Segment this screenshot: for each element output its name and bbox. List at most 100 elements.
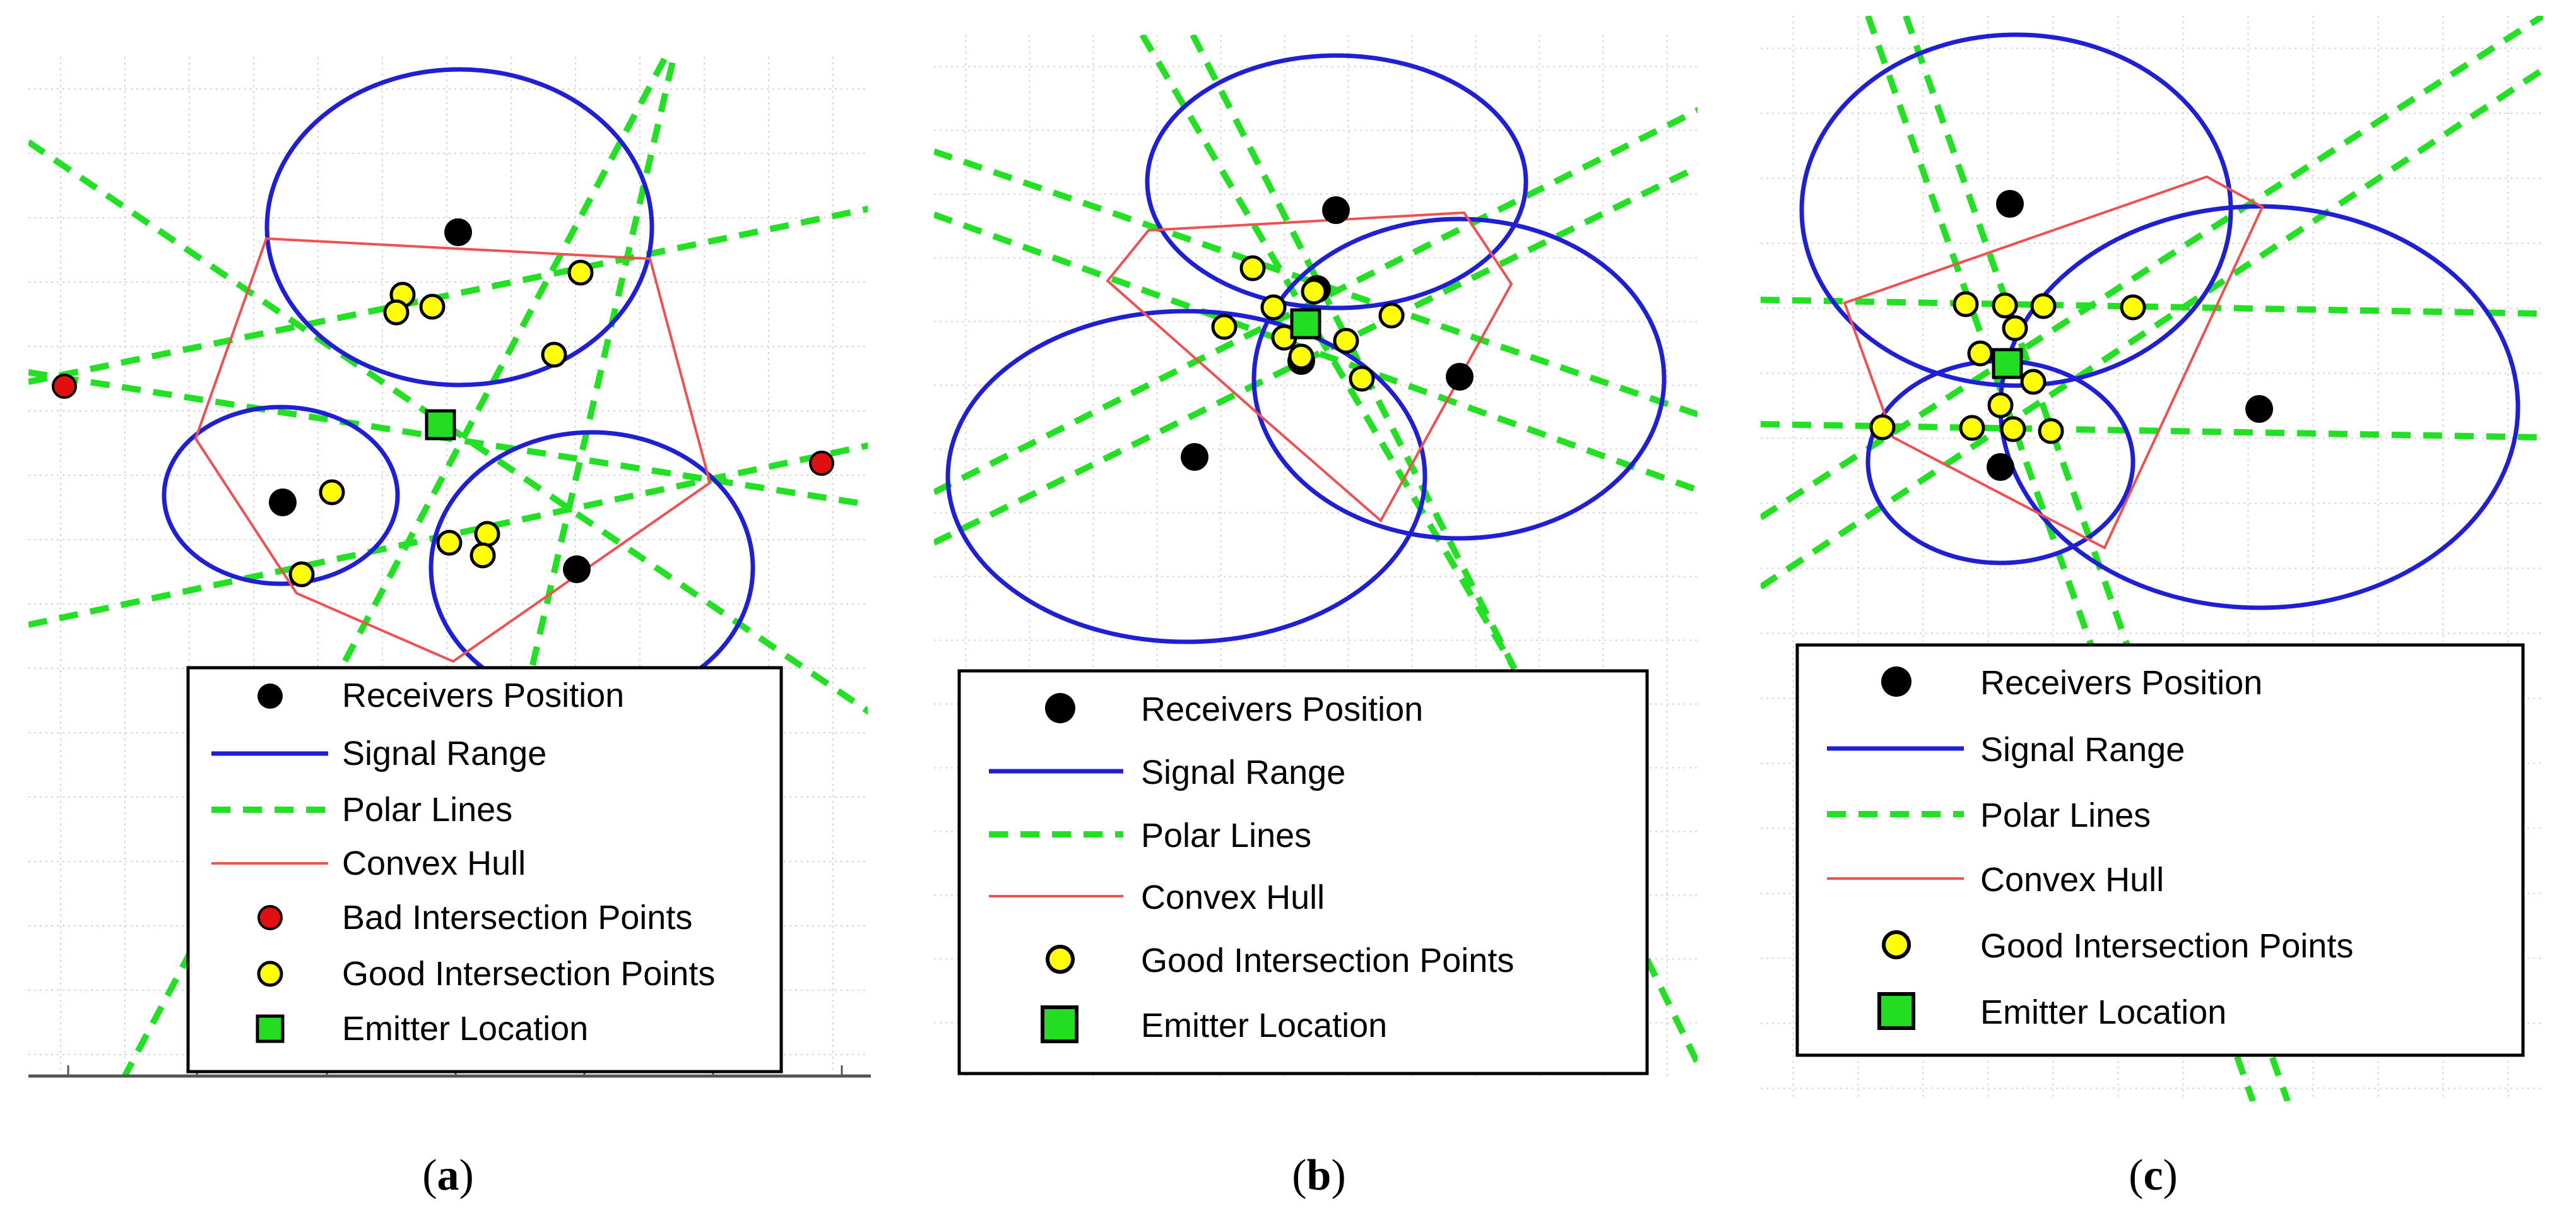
good-intersection-point: [1333, 328, 1359, 354]
panel-a-legend: Receivers Position Signal Range Polar Li…: [186, 666, 783, 1074]
good-intersection-point: [419, 293, 446, 320]
good-intersection-point: [1288, 343, 1315, 370]
panel-b-plot: [934, 35, 1698, 1070]
good-intersection-point: [1992, 292, 2018, 319]
legend-emitter-label: Emitter Location: [342, 1010, 588, 1048]
polar-line: [934, 163, 1698, 546]
panel-b-convex-hull: [1106, 211, 1513, 523]
panel-a: Receivers Position Signal Range Polar Li…: [28, 57, 871, 1200]
panel-b-signal-ranges: [945, 53, 1667, 644]
panel-c-receivers: [1987, 190, 2273, 481]
panel-a-emitter-marker: [425, 409, 456, 441]
panel-a-convex-hull: [194, 237, 712, 663]
legend-signal-range-label: Signal Range: [1141, 754, 1345, 791]
polar-line: [934, 107, 1698, 495]
legend-emitter-symbol: [256, 1014, 285, 1043]
panel-c-good-points: [1869, 291, 2146, 444]
good-intersection-point: [1959, 415, 1985, 441]
polar-line: [28, 205, 868, 385]
good-intersection-point: [1260, 294, 1287, 321]
polar-line: [934, 148, 1698, 418]
panel-b-polar-lines: [934, 35, 1698, 1070]
legend-signal-range-label: Signal Range: [342, 735, 547, 772]
panel-a-good-points: [288, 259, 594, 588]
legend-bad-points-label: Bad Intersection Points: [342, 899, 692, 937]
signal-range-circle: [264, 67, 654, 388]
legend-receivers-label: Receivers Position: [342, 677, 624, 714]
good-intersection-point: [2020, 369, 2047, 395]
polar-line: [1761, 297, 2543, 317]
good-intersection-point: [541, 341, 567, 368]
good-intersection-point: [2000, 416, 2026, 442]
panel-a-caption: (a): [422, 1151, 474, 1200]
good-intersection-point: [2030, 293, 2057, 319]
panel-b-caption: (b): [1292, 1151, 1346, 1200]
panel-c: Receivers Position Signal Range Polar Li…: [1761, 16, 2543, 1200]
legend-bad-point-symbol: [257, 905, 283, 930]
legend-box: [1795, 643, 2525, 1057]
panel-b-good-points: [1211, 255, 1405, 392]
legend-good-point-symbol: [1882, 930, 1911, 959]
panel-a-receivers: [269, 218, 591, 583]
receiver-marker: [2245, 395, 2273, 423]
signal-range-circle: [945, 309, 1427, 644]
good-intersection-point: [1869, 414, 1896, 441]
good-intersection-point: [2120, 294, 2146, 321]
legend-good-points-label: Good Intersection Points: [1141, 942, 1514, 979]
polar-line: [508, 57, 677, 759]
legend-convex-hull-label: Convex Hull: [342, 844, 526, 882]
legend-good-points-label: Good Intersection Points: [1980, 927, 2353, 965]
legend-signal-range-label: Signal Range: [1980, 731, 2185, 769]
panel-b: Receivers Position Signal Range Polar Li…: [934, 35, 1698, 1200]
legend-good-point-symbol: [257, 961, 283, 987]
receiver-marker: [1987, 453, 2014, 481]
good-intersection-point: [1378, 302, 1405, 329]
signal-range-circle: [1799, 32, 2233, 388]
polar-line: [1761, 66, 2543, 590]
polar-line: [934, 211, 1698, 494]
good-intersection-point: [319, 479, 345, 506]
legend-receivers-label: Receivers Position: [1980, 664, 2262, 702]
polar-line: [1761, 16, 2543, 521]
legend-emitter-symbol: [1041, 1005, 1078, 1043]
receiver-marker: [1996, 190, 2024, 218]
legend-polar-lines-label: Polar Lines: [342, 791, 512, 829]
legend-box: [186, 666, 783, 1074]
legend-emitter-label: Emitter Location: [1980, 993, 2226, 1031]
legend-receiver-symbol: [257, 683, 283, 709]
panel-a-bad-points: [52, 374, 834, 476]
legend-emitter-label: Emitter Location: [1141, 1007, 1387, 1044]
polar-line: [1644, 957, 1698, 1070]
panel-c-grid: [1761, 16, 2543, 1098]
good-intersection-point: [1967, 340, 1994, 367]
good-intersection-point: [2002, 315, 2028, 341]
panel-c-emitter-marker: [1992, 348, 2023, 379]
good-intersection-point: [470, 542, 496, 569]
good-intersection-point: [436, 530, 463, 556]
legend-emitter-symbol: [1877, 992, 1915, 1030]
good-intersection-point: [2038, 418, 2064, 444]
signal-range-circle: [1145, 53, 1528, 311]
legend-receivers-label: Receivers Position: [1141, 690, 1423, 728]
good-intersection-point: [1301, 278, 1327, 305]
legend-convex-hull-label: Convex Hull: [1980, 861, 2164, 899]
panel-b-legend: Receivers Position Signal Range Polar Li…: [957, 669, 1649, 1075]
good-intersection-point: [1953, 291, 1979, 317]
bad-intersection-point: [809, 451, 834, 476]
bad-intersection-point: [52, 374, 77, 399]
receiver-marker: [1181, 443, 1208, 471]
legend-polar-lines-label: Polar Lines: [1980, 796, 2151, 834]
legend-receiver-symbol: [1881, 666, 1911, 697]
legend-convex-hull-label: Convex Hull: [1141, 879, 1325, 916]
good-intersection-point: [474, 521, 500, 547]
good-intersection-point: [383, 299, 410, 326]
good-intersection-point: [1211, 314, 1238, 340]
polar-line: [28, 442, 868, 628]
legend-good-points-label: Good Intersection Points: [342, 955, 715, 993]
legend-polar-lines-label: Polar Lines: [1141, 817, 1311, 855]
receiver-marker: [444, 218, 472, 246]
panel-c-legend: Receivers Position Signal Range Polar Li…: [1795, 643, 2525, 1057]
good-intersection-point: [1987, 392, 2014, 418]
receiver-marker: [1446, 363, 1474, 391]
